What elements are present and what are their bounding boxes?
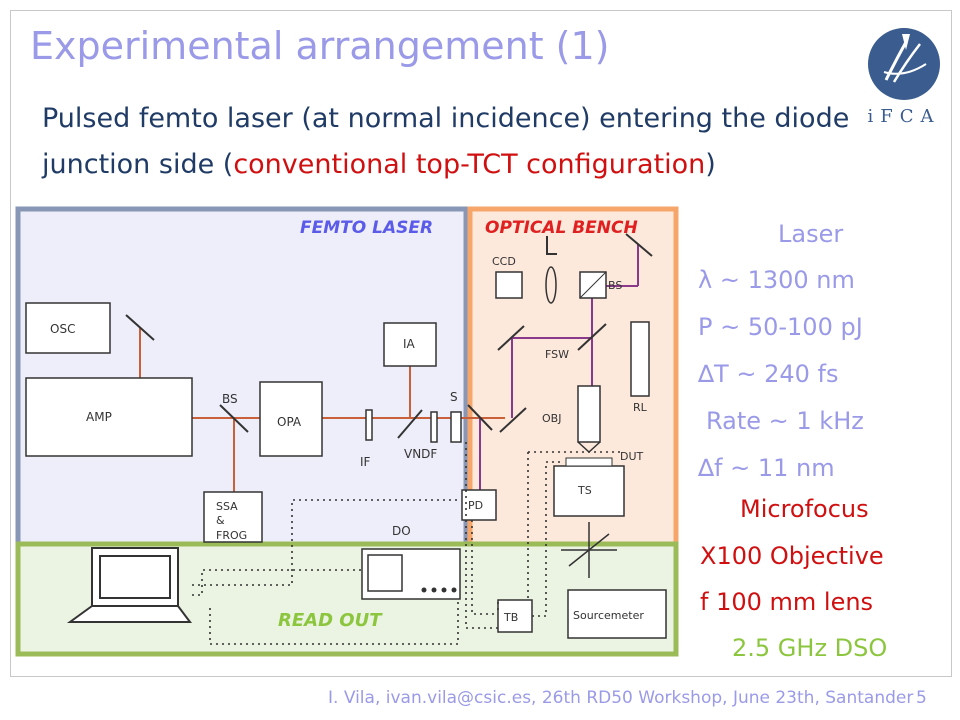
if-label: IF (360, 455, 371, 469)
lens-l-marker (546, 236, 557, 255)
fsw-label: FSW (545, 348, 569, 361)
laptop-icon (66, 547, 192, 623)
pd-label: PD (468, 499, 483, 512)
obj-box (577, 385, 601, 443)
page-number: 5 (916, 688, 927, 708)
microfocus-label: Microfocus (740, 495, 869, 523)
ia-label: IA (403, 337, 416, 351)
ccd-label: CCD (492, 255, 516, 268)
osc-box (25, 302, 111, 354)
power-param: P ~ 50-100 pJ (698, 313, 863, 341)
sourcemeter-label: Sourcemeter (573, 609, 644, 622)
subtitle-end: ) (705, 149, 716, 180)
pd-box (461, 489, 497, 521)
slide-title: Experimental arrangement (1) (30, 24, 610, 68)
optical-bench-label: OPTICAL BENCH (485, 218, 638, 238)
bs-left-label: BS (222, 392, 238, 406)
rl-label: RL (633, 401, 648, 414)
femto-laser-label: FEMTO LASER (300, 218, 433, 238)
ts-box (553, 465, 625, 517)
ssa-label: SSA (216, 500, 238, 513)
subtitle-text: Pulsed femto laser (at normal incidence)… (42, 103, 850, 180)
slide-frame (10, 10, 952, 677)
stage-axes-icon (561, 522, 617, 578)
osc-label: OSC (50, 322, 75, 336)
ia-box (383, 322, 437, 367)
s-label: S (450, 390, 458, 404)
ssa-frog-box (203, 491, 263, 543)
bandwidth-param: ∆f ~ 11 nm (698, 454, 835, 482)
readout-label: READ OUT (278, 610, 383, 631)
amp-box (25, 377, 193, 457)
filters (365, 409, 462, 443)
rate-param: Rate ~ 1 kHz (706, 407, 864, 435)
dso-label: 2.5 GHz DSO (732, 634, 888, 662)
opa-label: OPA (277, 415, 302, 429)
dut-label: DUT (620, 450, 644, 463)
footer-credits: I. Vila, ivan.vila@csic.es, 26th RD50 Wo… (328, 688, 914, 708)
obj-label: OBJ (542, 412, 561, 425)
ifca-logo-icon (868, 28, 940, 100)
sourcemeter-box (567, 589, 667, 639)
cables (192, 442, 620, 645)
vndf-label: VNDF (404, 447, 437, 461)
opa-box (259, 381, 323, 457)
bs-bench-label: BS (608, 279, 622, 292)
logo-text: iFCA (867, 106, 941, 127)
objective-label: X100 Objective (700, 542, 884, 570)
subtitle-highlight: conventional top-TCT configuration (233, 149, 706, 180)
mirrors (125, 233, 653, 439)
frog-label: FROG (216, 529, 247, 542)
ccd-box (495, 271, 523, 299)
ssa-amp-label: & (216, 514, 225, 527)
lens-label: f 100 mm lens (700, 588, 874, 616)
femto-laser-region (18, 209, 466, 544)
amp-label: AMP (86, 410, 112, 424)
wavelength-param: λ ~ 1300 nm (698, 266, 855, 294)
slide-subtitle: Pulsed femto laser (at normal incidence)… (42, 96, 922, 188)
do-label: DO (392, 524, 411, 538)
tb-label: TB (503, 611, 518, 624)
pulse-width-param: ∆T ~ 240 fs (698, 360, 839, 388)
rl-box (630, 321, 650, 397)
bench-beam-path (479, 244, 639, 490)
ts-label: TS (577, 484, 592, 497)
laser-heading: Laser (778, 220, 844, 248)
lens-icon (545, 266, 557, 304)
laser-beam-path (139, 328, 505, 492)
